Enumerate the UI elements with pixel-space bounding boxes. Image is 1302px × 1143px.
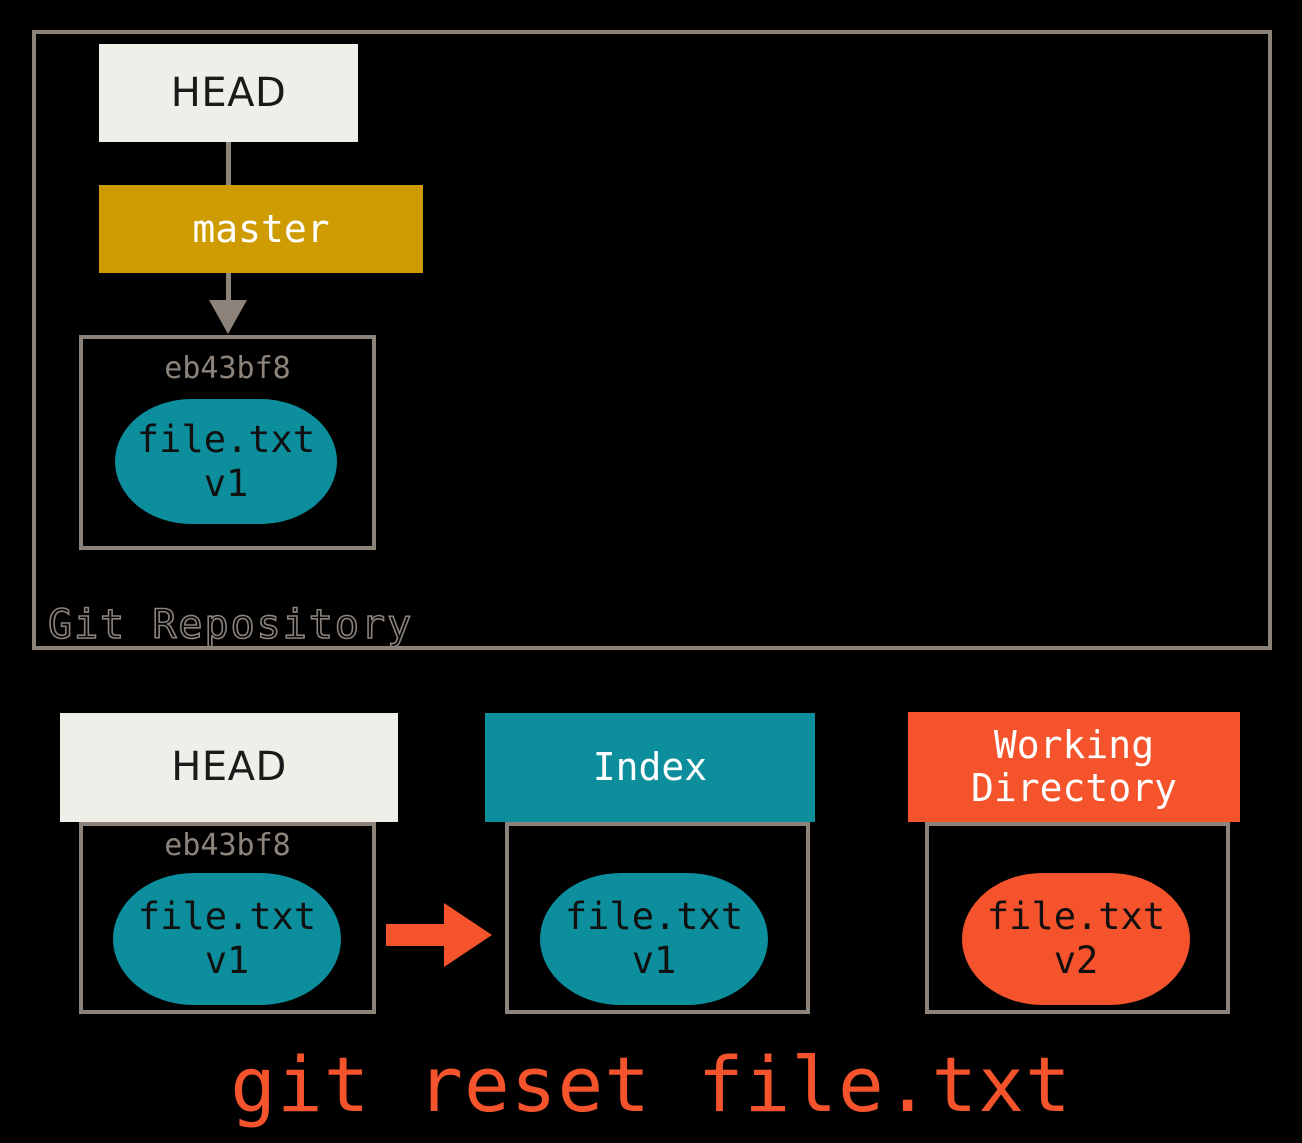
tree-head-blob-filename: file.txt bbox=[137, 895, 317, 939]
command-caption: git reset file.txt bbox=[0, 1034, 1302, 1134]
tree-container-index bbox=[505, 822, 810, 1014]
repo-head-box[interactable]: HEAD bbox=[99, 44, 358, 142]
git-repository-frame bbox=[32, 30, 1272, 650]
tree-head-blob[interactable]: file.txt v1 bbox=[113, 873, 341, 1005]
tree-header-index[interactable]: Index bbox=[485, 713, 815, 822]
tree-working-directory-blob-version: v2 bbox=[1053, 939, 1099, 982]
repo-commit-sha: eb43bf8 bbox=[164, 351, 291, 386]
tree-header-head-label: HEAD bbox=[171, 744, 287, 791]
repo-commit-blob-version: v1 bbox=[203, 461, 249, 505]
master-to-commit-arrowhead bbox=[209, 300, 247, 334]
repo-commit-box: eb43bf8 file.txt v1 bbox=[79, 335, 376, 550]
head-to-master-connector bbox=[226, 142, 231, 185]
git-repository-title-text: Git Repository bbox=[47, 601, 414, 649]
tree-header-working-directory-label: Working Directory bbox=[971, 723, 1177, 810]
repo-branch-label: master bbox=[192, 206, 330, 251]
repo-commit-blob[interactable]: file.txt v1 bbox=[115, 399, 337, 524]
flow-arrow-shaft bbox=[386, 924, 444, 946]
flow-arrow-tip bbox=[444, 903, 492, 967]
git-repository-title: Git Repository bbox=[47, 601, 414, 649]
master-to-commit-connector bbox=[226, 273, 231, 303]
tree-index-blob[interactable]: file.txt v1 bbox=[540, 873, 768, 1005]
tree-header-working-directory[interactable]: Working Directory bbox=[908, 712, 1240, 822]
tree-head-sha: eb43bf8 bbox=[164, 828, 291, 863]
tree-head-blob-version: v1 bbox=[204, 939, 250, 982]
tree-header-index-label: Index bbox=[592, 745, 708, 790]
command-text: git reset file.txt bbox=[230, 1039, 1072, 1129]
tree-header-head[interactable]: HEAD bbox=[60, 713, 398, 822]
repo-head-label: HEAD bbox=[170, 69, 287, 116]
flow-arrow-head-to-index bbox=[386, 903, 492, 967]
tree-index-blob-filename: file.txt bbox=[564, 895, 744, 939]
repo-branch-box-master[interactable]: master bbox=[99, 185, 423, 273]
tree-container-head bbox=[79, 822, 376, 1014]
repo-commit-blob-filename: file.txt bbox=[136, 417, 316, 461]
tree-index-blob-version: v1 bbox=[631, 939, 677, 982]
tree-working-directory-blob[interactable]: file.txt v2 bbox=[962, 873, 1190, 1005]
tree-container-working-directory bbox=[925, 822, 1230, 1014]
tree-working-directory-blob-filename: file.txt bbox=[986, 895, 1166, 939]
